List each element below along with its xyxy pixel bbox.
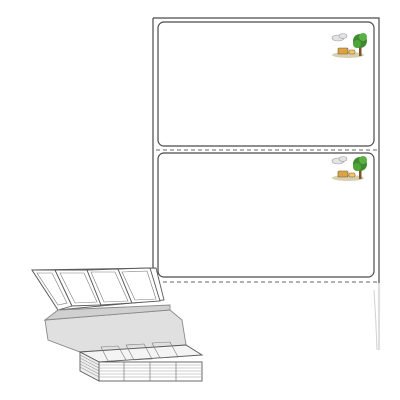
fanfold-stack — [31, 267, 204, 382]
picnic-tree-icon — [331, 33, 367, 58]
fanfold-stack-body — [78, 341, 204, 382]
label-1 — [157, 21, 375, 147]
label-liner-sheet — [152, 17, 380, 351]
fanfold-top-sheet — [31, 267, 165, 311]
label-2 — [157, 152, 375, 278]
picnic-tree-icon — [331, 156, 367, 181]
